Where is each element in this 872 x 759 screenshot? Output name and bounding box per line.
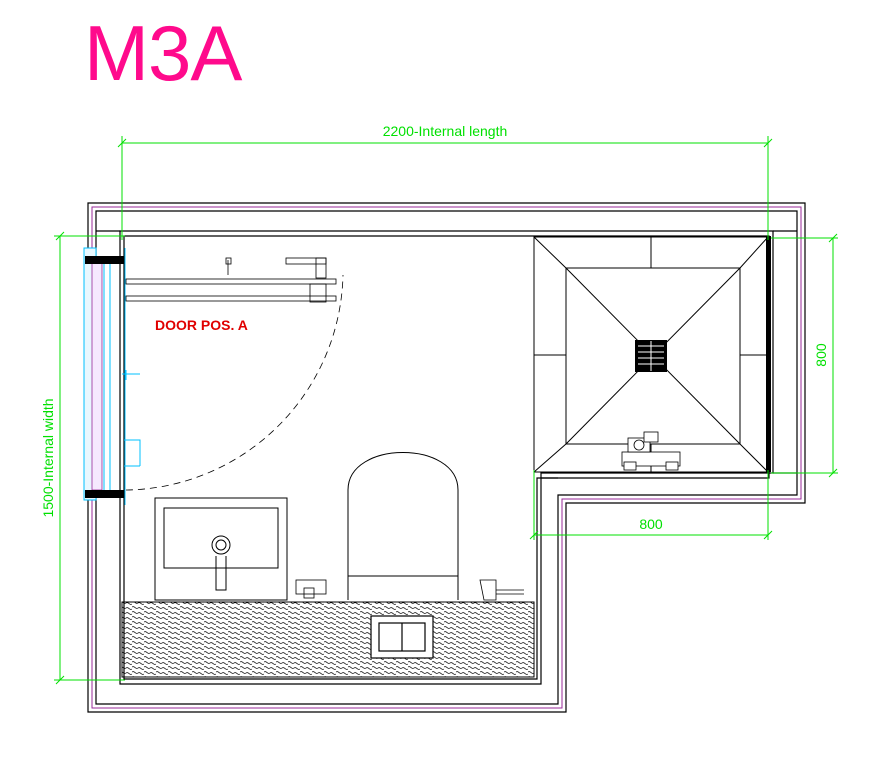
outer-wall (87, 202, 806, 713)
duct-boxing (121, 601, 535, 678)
basin (154, 497, 288, 601)
shower-width-label: 800 (639, 516, 663, 532)
toilet (347, 452, 459, 600)
shower-valve (621, 431, 681, 471)
door-swing-arc (125, 274, 344, 491)
dimension-lines (54, 136, 838, 685)
shower-screen (766, 236, 771, 472)
flush-plate (370, 615, 434, 659)
wall-fittings (295, 579, 524, 601)
internal-width-label: 1500-Internal width (40, 398, 56, 517)
plan-title: M3A (84, 9, 242, 97)
towel-rail (125, 257, 337, 303)
shower-drain (635, 340, 667, 372)
shower-depth-label: 800 (813, 343, 829, 367)
door (83, 247, 141, 505)
door-position-label: DOOR POS. A (155, 317, 248, 333)
internal-length-label: 2200-Internal length (383, 123, 508, 139)
